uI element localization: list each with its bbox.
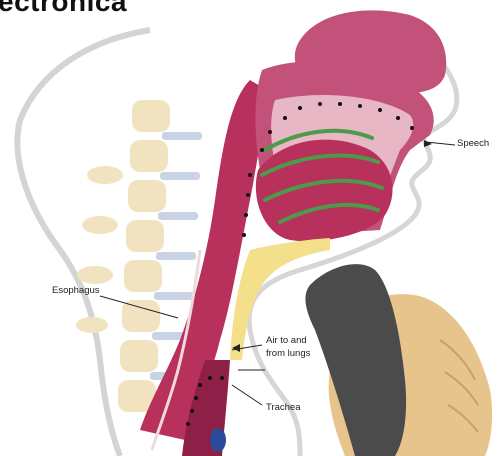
vertebra-process (77, 266, 113, 284)
spine (76, 100, 170, 412)
vertebra (130, 140, 168, 172)
disc (158, 212, 198, 220)
disc (154, 292, 194, 300)
vertebra-process (76, 317, 108, 333)
vertebra (132, 100, 170, 132)
vertebra (120, 340, 158, 372)
speech-label: Speech (457, 138, 489, 150)
trachea-leader-line (232, 385, 262, 405)
vertebra (124, 260, 162, 292)
vertebra (128, 180, 166, 212)
disc (156, 252, 196, 260)
electrolarynx-device (305, 264, 406, 456)
vertebra-process (82, 216, 118, 234)
disc (160, 172, 200, 180)
vertebra-process (87, 166, 123, 184)
vertebra (122, 300, 160, 332)
nasal-cavity (295, 10, 446, 93)
esophagus-label: Esophagus (52, 285, 100, 297)
disc (162, 132, 202, 140)
trachea-label: Trachea (266, 402, 301, 414)
airway-blue-marker (210, 428, 226, 452)
vertebra (126, 220, 164, 252)
air-label-line2: from lungs (266, 348, 310, 360)
air-label-line1: Air to and (266, 335, 307, 347)
